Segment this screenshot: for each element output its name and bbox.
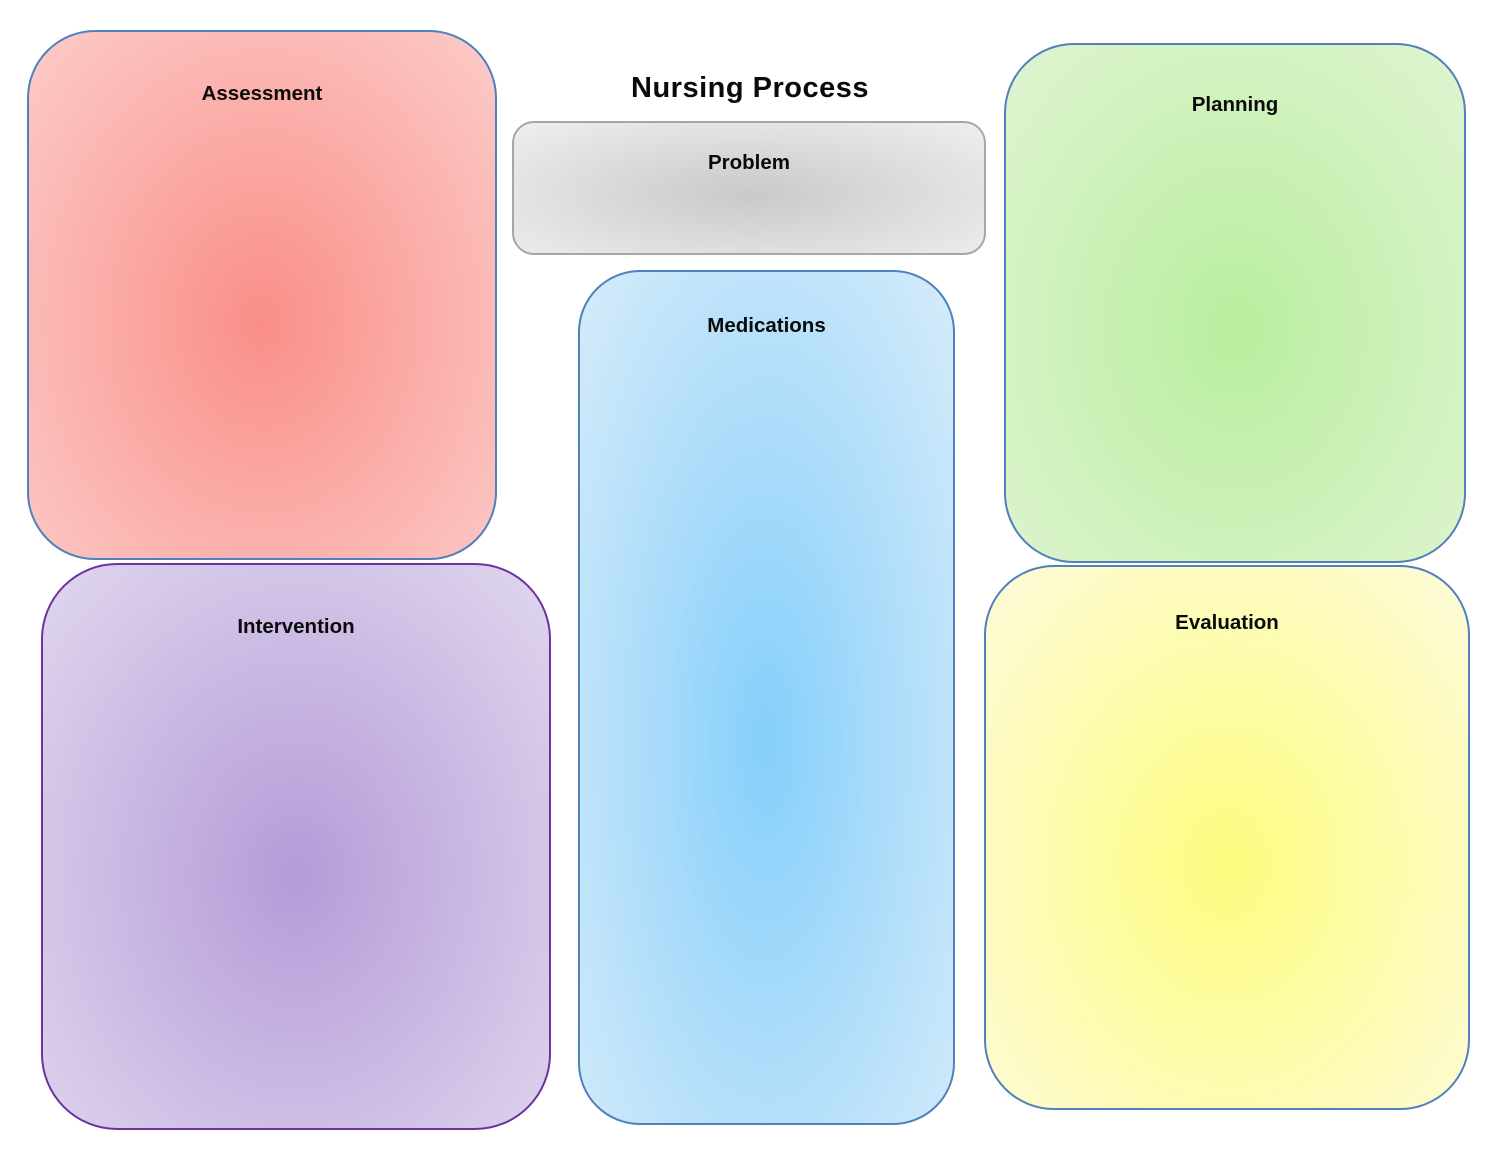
box-evaluation[interactable]: Evaluation xyxy=(984,565,1470,1110)
box-medications-label: Medications xyxy=(707,314,826,337)
box-evaluation-label: Evaluation xyxy=(1175,611,1279,634)
box-medications[interactable]: Medications xyxy=(578,270,955,1125)
box-problem[interactable]: Problem xyxy=(512,121,986,255)
box-assessment-label: Assessment xyxy=(201,82,323,105)
box-intervention[interactable]: Intervention xyxy=(41,563,551,1130)
box-intervention-label: Intervention xyxy=(237,615,355,638)
box-planning-label: Planning xyxy=(1191,93,1279,116)
diagram-title: Nursing Process xyxy=(631,72,869,104)
box-assessment[interactable]: Assessment xyxy=(27,30,497,560)
box-problem-label: Problem xyxy=(707,151,791,174)
box-planning[interactable]: Planning xyxy=(1004,43,1466,563)
